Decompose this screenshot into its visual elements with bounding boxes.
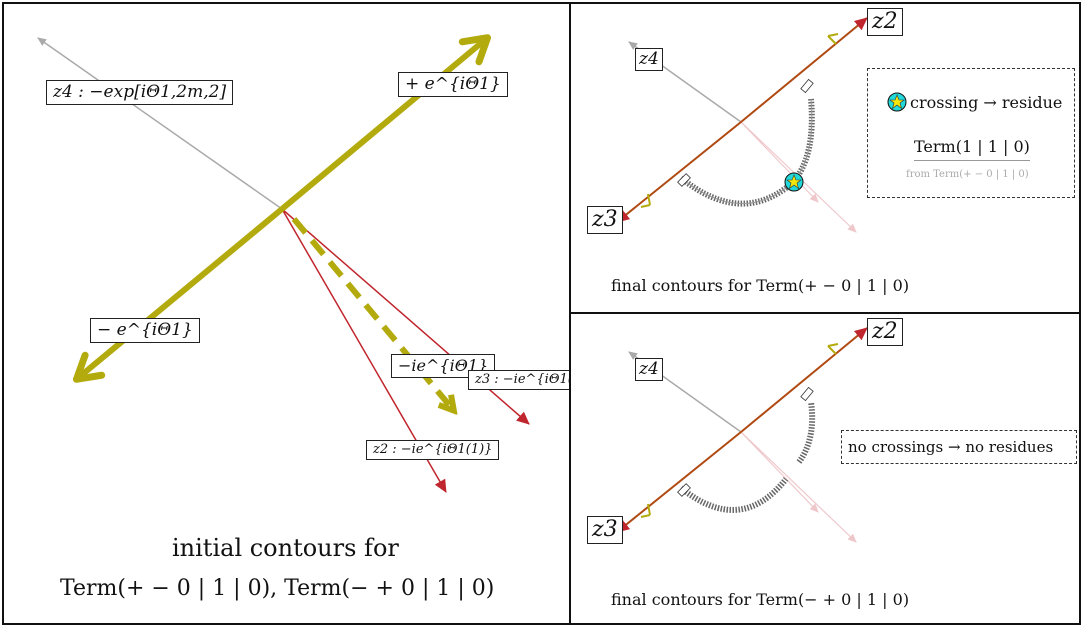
z3-label: z3: [587, 516, 623, 545]
z4-label: z4: [635, 48, 663, 71]
plus-e-ray: [280, 34, 492, 212]
residue-star-icon: [784, 172, 804, 192]
minus-ie-label: −ie^{iΘ1}: [391, 354, 496, 378]
plus-e-label: + e^{iΘ1}: [398, 72, 508, 97]
z3-ray: [616, 121, 742, 223]
z3-label: z3 : −ie^{iΘ1(2)}: [468, 370, 569, 391]
final-contours-panel-2: z2 z4 z3 no crossings → no residues fina…: [569, 312, 1081, 625]
no-residue-note: no crossings → no residues: [848, 438, 1054, 456]
minus-e-ray: [72, 206, 284, 383]
hand-icon: [677, 173, 691, 187]
z2-ray: [740, 327, 868, 433]
residue-legend-box: crossing → residue Term(1 | 1 | 0) from …: [867, 68, 1075, 198]
hand-icon: [800, 386, 814, 402]
residue-term-text: Term(1 | 1 | 0): [914, 137, 1030, 161]
hand-icon: [800, 78, 814, 94]
z3-ray: [616, 431, 742, 533]
minus-ie-ray: [291, 217, 450, 406]
final-caption-1: final contours for Term(+ − 0 | 1 | 0): [611, 276, 910, 295]
residue-from-text: from Term(+ − 0 | 1 | 0): [906, 169, 1029, 180]
olive-chevron: [827, 343, 839, 355]
final-contours-panel-1: z2 z4 z3 crossing → residue Term(1 | 1 |…: [569, 2, 1081, 314]
olive-chevron: [640, 503, 651, 518]
z2-ray: [740, 17, 868, 123]
olive-chevron: [827, 33, 839, 45]
z4-label: z4: [635, 358, 663, 381]
z4-label: z4 : −exp[iΘ1,2m,2]: [46, 80, 234, 105]
z2-label: z2 : −ie^{iΘ1(1)}: [366, 440, 500, 461]
z4-ray: [37, 37, 283, 210]
z3-ray: [281, 208, 530, 425]
initial-contours-panel: z4 : −exp[iΘ1,2m,2] + e^{iΘ1} − e^{iΘ1} …: [2, 2, 571, 625]
faint-ray-b: [740, 121, 819, 203]
initial-caption-line1: initial contours for: [172, 534, 399, 562]
hand-icon: [677, 483, 691, 497]
residue-star-icon: [887, 92, 907, 112]
faint-ray-a: [740, 431, 857, 543]
faint-ray-b: [740, 431, 819, 513]
minus-e-label: − e^{iΘ1}: [90, 318, 200, 343]
olive-chevron: [640, 193, 651, 208]
z2-label: z2: [867, 318, 903, 347]
final-caption-2: final contours for Term(− + 0 | 1 | 0): [611, 590, 910, 609]
z2-label: z2: [867, 8, 903, 37]
z3-label: z3: [587, 206, 623, 235]
deformed-contour-arc: [679, 401, 816, 513]
crossing-residue-text: crossing → residue: [910, 93, 1063, 112]
final-contours-diagram-2: [616, 327, 868, 543]
no-residue-note-box: no crossings → no residues: [841, 430, 1077, 464]
initial-caption-line2: Term(+ − 0 | 1 | 0), Term(− + 0 | 1 | 0): [60, 576, 495, 601]
